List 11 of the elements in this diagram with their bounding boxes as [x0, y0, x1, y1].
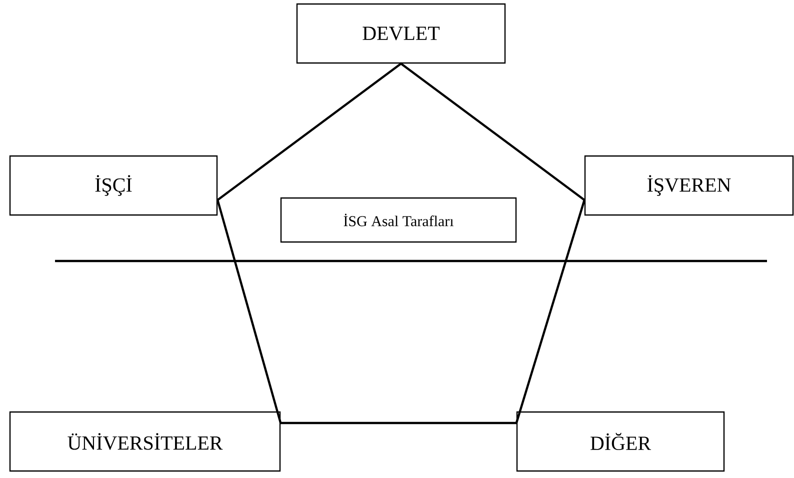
label-box: DİĞER: [516, 411, 725, 472]
pentagon-side: [400, 62, 586, 202]
label-box: İSG Asal Tarafları: [280, 197, 517, 243]
label-box: ÜNİVERSİTELER: [9, 411, 281, 472]
pentagon-side: [216, 62, 402, 202]
pentagon-side: [216, 198, 282, 424]
label-box: İŞÇİ: [9, 155, 218, 216]
label-box: DEVLET: [296, 3, 506, 64]
pentagon-side: [280, 422, 518, 424]
pentagon-side: [515, 198, 586, 424]
label-box: İŞVEREN: [584, 155, 794, 216]
